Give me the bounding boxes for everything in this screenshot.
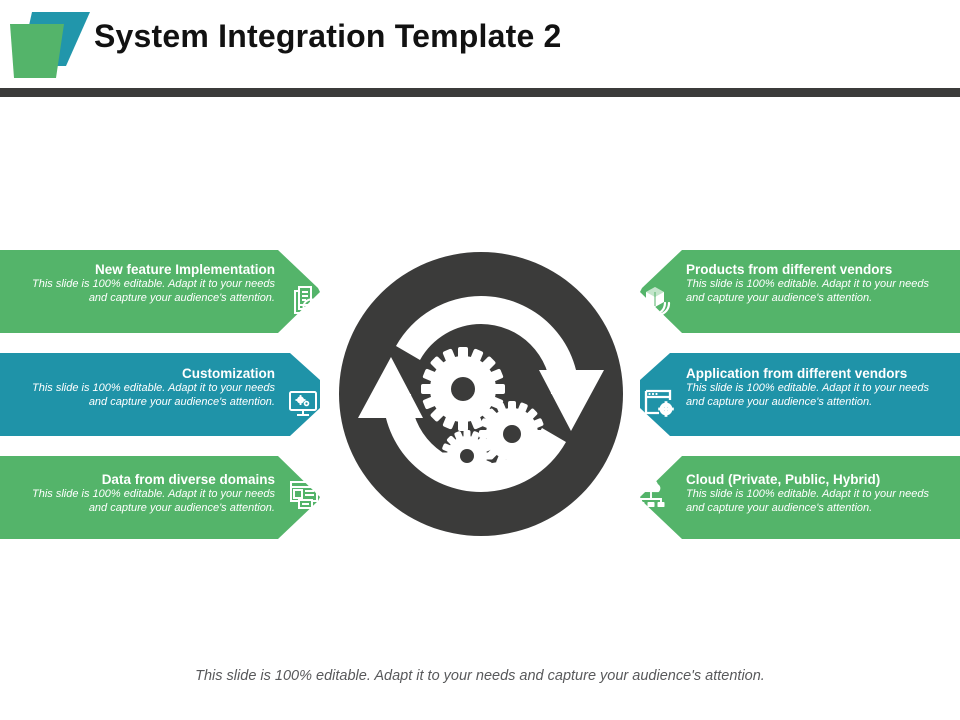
header-divider (0, 88, 960, 97)
panel-right-3[interactable] (640, 456, 960, 539)
panel-right-2[interactable] (640, 353, 960, 436)
panel-right-2-body: This slide is 100% editable. Adapt it to… (686, 382, 929, 408)
system-integration-hub[interactable] (329, 242, 633, 546)
document-check-icon (294, 286, 320, 316)
panel-left-1-text: New feature Implementation This slide is… (20, 262, 275, 305)
panel-left-1-body: This slide is 100% editable. Adapt it to… (32, 278, 275, 304)
panel-right-3-body: This slide is 100% editable. Adapt it to… (686, 488, 929, 514)
cloud-network-icon (637, 478, 665, 507)
panel-right-3-text: Cloud (Private, Public, Hybrid) This sli… (686, 472, 941, 515)
panel-right-1-body: This slide is 100% editable. Adapt it to… (686, 278, 929, 304)
web-layout-icon (290, 481, 318, 509)
panel-right-1-text: Products from different vendors This sli… (686, 262, 941, 305)
browser-gear-icon (644, 389, 674, 417)
panel-right-3-title: Cloud (Private, Public, Hybrid) (686, 472, 881, 487)
panel-left-3-title: Data from diverse domains (101, 472, 275, 487)
panel-left-1[interactable] (0, 250, 320, 333)
slide-header: System Integration Template 2 (0, 0, 960, 97)
hands-holding-box-icon (639, 287, 671, 316)
panel-right-2-title: Application from different vendors (686, 366, 908, 381)
panel-right-2-text: Application from different vendors This … (686, 366, 948, 409)
footer-note: This slide is 100% editable. Adapt it to… (195, 668, 765, 684)
panel-left-3[interactable] (0, 456, 320, 539)
panel-right-1[interactable] (640, 250, 960, 333)
system-integration-diagram: New feature Implementation This slide is… (0, 230, 960, 560)
monitor-gears-icon (289, 391, 317, 416)
panel-left-2-title: Customization (182, 366, 275, 381)
panel-left-2-text: Customization This slide is 100% editabl… (20, 366, 275, 409)
panel-left-1-title: New feature Implementation (94, 262, 275, 277)
gears-icon (421, 347, 545, 482)
panel-left-2[interactable] (0, 353, 320, 436)
panel-right-1-title: Products from different vendors (686, 262, 893, 277)
panel-left-2-body: This slide is 100% editable. Adapt it to… (32, 382, 275, 408)
diagram-canvas (0, 242, 960, 546)
page-title: System Integration Template 2 (94, 18, 562, 54)
panel-left-3-body: This slide is 100% editable. Adapt it to… (32, 488, 275, 514)
company-logo (10, 12, 90, 78)
panel-left-3-text: Data from diverse domains This slide is … (20, 472, 275, 515)
